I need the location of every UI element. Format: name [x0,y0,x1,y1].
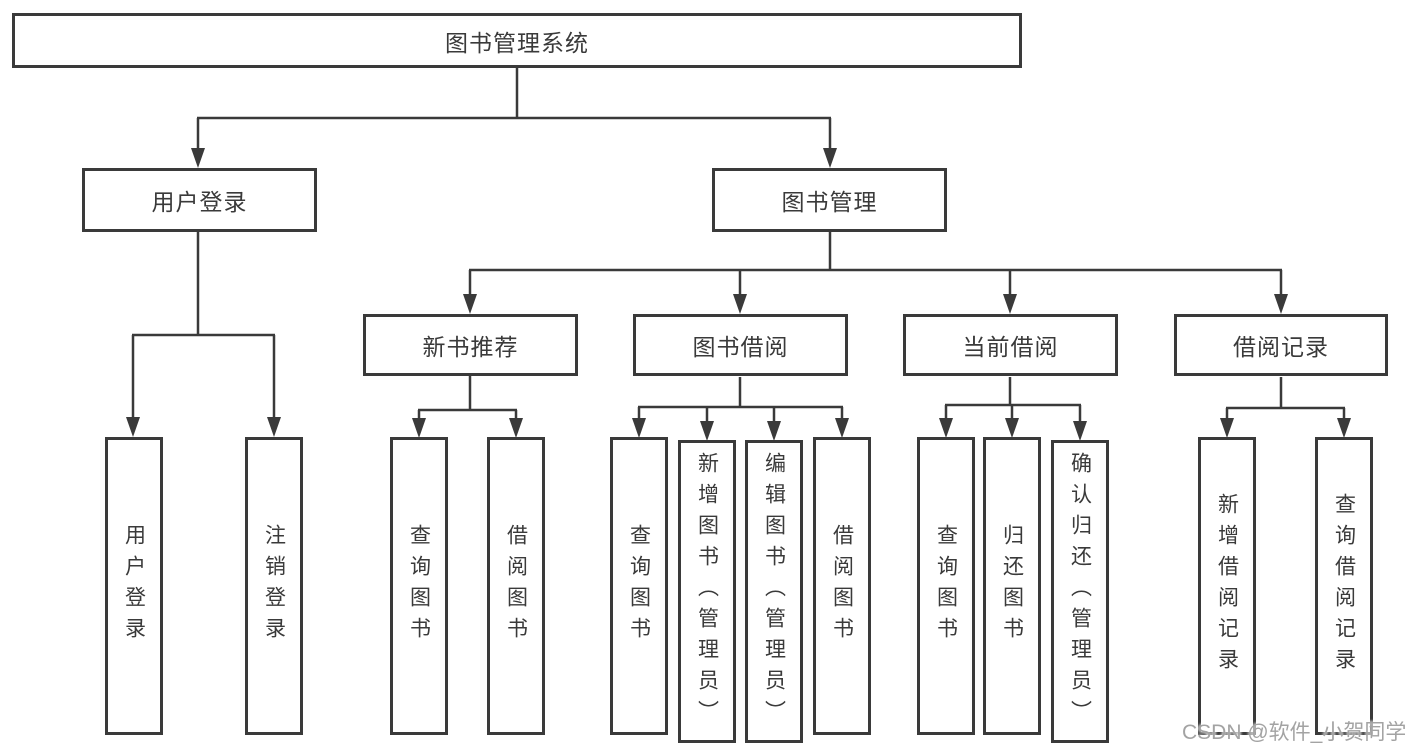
leaf-label: 查询图书 [934,524,958,648]
leaf-label: 编辑图书（管理员） [762,452,786,731]
leaf-query-books-1: 查询图书 [390,437,448,735]
leaf-query-books-2: 查询图书 [610,437,668,735]
node-book-borrow: 图书借阅 [633,314,848,376]
leaf-borrow-books-1: 借阅图书 [487,437,545,735]
node-root: 图书管理系统 [12,13,1022,68]
leaf-label: 用户登录 [122,524,146,648]
leaf-label: 归还图书 [1000,524,1024,648]
arrowhead-icons [126,148,1351,441]
leaf-label: 新增借阅记录 [1215,493,1239,679]
leaf-return-books: 归还图书 [983,437,1041,735]
node-new-book-recommend: 新书推荐 [363,314,578,376]
node-book-management-branch: 图书管理 [712,168,947,232]
leaf-label: 借阅图书 [504,524,528,648]
leaf-add-books-admin: 新增图书（管理员） [678,440,736,743]
leaf-label: 查询借阅记录 [1332,493,1356,679]
node-label: 借阅记录 [1233,334,1329,360]
node-label: 用户登录 [151,189,248,215]
watermark: CSDN @软件_小贺同学 [1182,721,1405,744]
leaf-borrow-books-2: 借阅图书 [813,437,871,735]
leaf-logout: 注销登录 [245,437,303,735]
leaf-label: 注销登录 [262,524,286,648]
leaf-add-borrow-record: 新增借阅记录 [1198,437,1256,735]
node-label: 当前借阅 [962,334,1059,360]
node-label: 新书推荐 [422,334,519,360]
leaf-label: 查询图书 [407,524,431,648]
leaf-label: 确认归还（管理员） [1068,452,1092,731]
leaf-user-login: 用户登录 [105,437,163,735]
leaf-query-books-3: 查询图书 [917,437,975,735]
node-label: 图书借阅 [692,334,789,360]
leaf-label: 新增图书（管理员） [695,452,719,731]
node-current-borrow: 当前借阅 [903,314,1118,376]
node-user-login-branch: 用户登录 [82,168,317,232]
leaf-confirm-return-admin: 确认归还（管理员） [1051,440,1109,743]
leaf-label: 查询图书 [627,524,651,648]
leaf-query-borrow-record: 查询借阅记录 [1315,437,1373,735]
leaf-label: 借阅图书 [830,524,854,648]
leaf-edit-books-admin: 编辑图书（管理员） [745,440,803,743]
node-borrow-records: 借阅记录 [1174,314,1388,376]
node-root-label: 图书管理系统 [445,29,589,56]
node-label: 图书管理 [781,189,878,215]
